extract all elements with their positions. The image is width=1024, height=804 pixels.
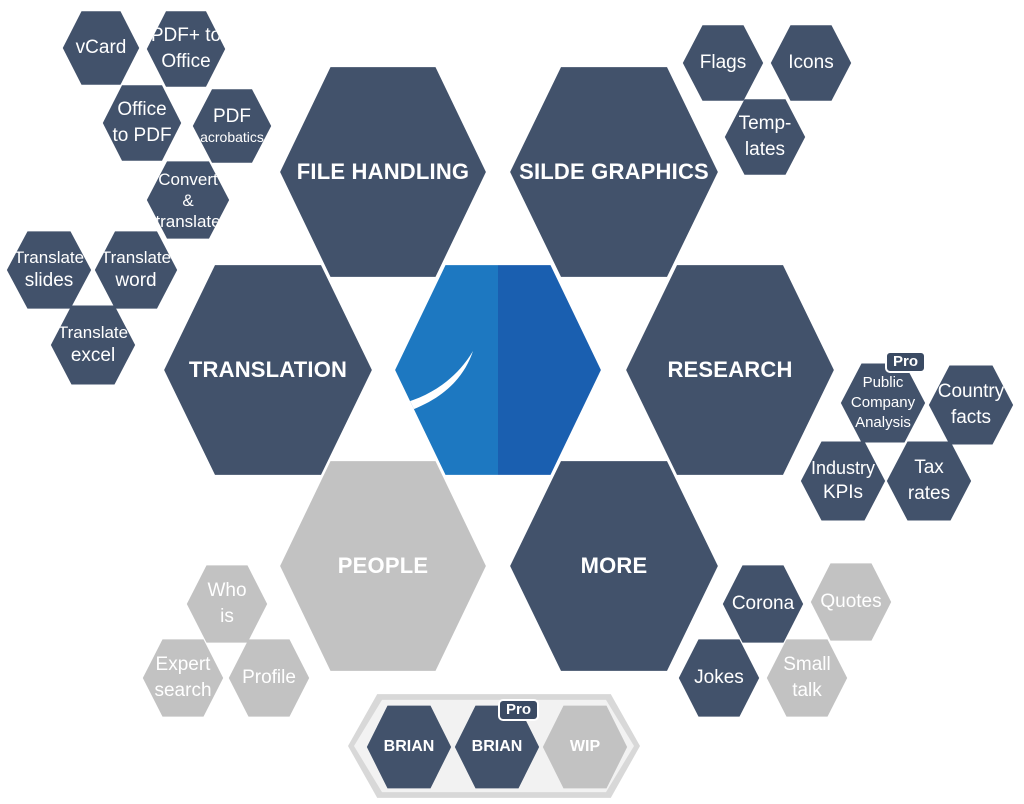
tax-rates-hex[interactable]: Tax rates [886,441,972,521]
country-facts-label-1: Country [937,381,1005,402]
vcard-label: vCard [75,37,127,58]
pca-pro-badge: Pro [885,351,927,373]
pdf-acrobatics-label-1: PDF [213,106,251,127]
translation-label: TRANSLATION [188,357,348,382]
country-facts-hex[interactable]: Country facts [928,365,1014,445]
translation-hex[interactable]: TRANSLATION [164,265,372,475]
convert-label-3: translate [155,211,221,231]
translate-word-label-1: Translate [100,247,172,267]
more-label: MORE [580,553,648,578]
people-label: PEOPLE [337,553,429,578]
more-hex[interactable]: MORE [510,461,718,671]
who-is-label-1: Who [207,580,247,601]
icons-label: Icons [788,52,834,73]
jokes-label: Jokes [694,667,744,688]
industry-kpis-hex[interactable]: Industry KPIs [800,441,886,521]
wip-label: WIP [569,738,601,755]
file-handling-label: FILE HANDLING [296,159,470,184]
pdf-acrobatics-label-2: acrobatics [200,129,264,145]
wip-button[interactable]: WIP [542,705,628,789]
icons-hex[interactable]: Icons [770,25,852,101]
office-to-pdf-label-2: to PDF [112,125,172,146]
pdf-to-office-label-2: Office [161,51,211,72]
profile-hex[interactable]: Profile [228,639,310,717]
office-to-pdf-hex[interactable]: Office to PDF [102,85,182,161]
small-talk-hex[interactable]: Small talk [766,639,848,717]
convert-translate-hex[interactable]: Convert & translate [146,161,230,239]
corona-hex[interactable]: Corona [722,565,804,643]
translate-word-hex[interactable]: Translate word [94,231,178,309]
pca-label-3: Analysis [855,414,911,431]
pdf-acrobatics-hex[interactable]: PDF acrobatics [192,89,272,163]
brian-pro-badge: Pro [498,699,540,721]
pca-label-2: Company [850,394,916,411]
slide-graphics-label: SILDE GRAPHICS [519,159,709,184]
corona-label: Corona [731,593,795,614]
translate-excel-label-1: Translate [57,322,129,342]
profile-label: Profile [242,667,296,688]
tax-rates-label-2: rates [907,483,951,504]
brian-pro-label: BRIAN [471,738,523,755]
research-hex[interactable]: RESEARCH [626,265,834,475]
translate-excel-label-2: excel [70,344,116,366]
who-is-hex[interactable]: Who is [186,565,268,643]
slide-graphics-hex[interactable]: SILDE GRAPHICS [510,67,718,277]
tax-rates-label-1: Tax [914,457,944,478]
translate-slides-hex[interactable]: Translate slides [6,231,92,309]
templates-hex[interactable]: Temp- lates [724,99,806,175]
quotes-hex[interactable]: Quotes [810,563,892,641]
brian-label: BRIAN [383,738,435,755]
public-company-analysis-hex[interactable]: Public Company Analysis [840,363,926,443]
translate-word-label-2: word [115,269,157,291]
flags-label: Flags [699,52,747,73]
templates-label-2: lates [744,139,786,160]
industry-kpis-label-1: Industry [810,458,876,478]
office-to-pdf-label-1: Office [117,99,167,120]
small-talk-label-1: Small [783,654,831,675]
pdf-to-office-hex[interactable]: PDF+ to Office [146,11,226,87]
flags-hex[interactable]: Flags [682,25,764,101]
translate-slides-label-2: slides [24,269,74,291]
convert-label-1: Convert [158,169,218,189]
convert-label-2: & [182,190,194,210]
templates-label-1: Temp- [738,113,792,134]
center-logo [395,265,601,475]
brian-pro-button[interactable]: BRIAN [454,705,540,789]
quotes-label: Quotes [820,591,882,612]
swoosh-logo-icon [395,351,473,416]
research-label: RESEARCH [667,357,793,382]
who-is-label-2: is [220,606,234,627]
people-hex[interactable]: PEOPLE [280,461,486,671]
country-facts-label-2: facts [950,407,992,428]
brian-button[interactable]: BRIAN [366,705,452,789]
expert-search-label-1: Expert [155,654,211,675]
translate-slides-label-1: Translate [13,247,85,267]
pdf-to-office-label-1: PDF+ to [150,25,222,46]
expert-search-hex[interactable]: Expert search [142,639,224,717]
file-handling-hex[interactable]: FILE HANDLING [280,67,486,277]
pca-label-1: Public [862,374,904,391]
jokes-hex[interactable]: Jokes [678,639,760,717]
translate-excel-hex[interactable]: Translate excel [50,305,136,385]
industry-kpis-label-2: KPIs [822,482,864,503]
expert-search-label-2: search [154,680,212,701]
vcard-hex[interactable]: vCard [62,11,140,85]
small-talk-label-2: talk [792,680,822,701]
